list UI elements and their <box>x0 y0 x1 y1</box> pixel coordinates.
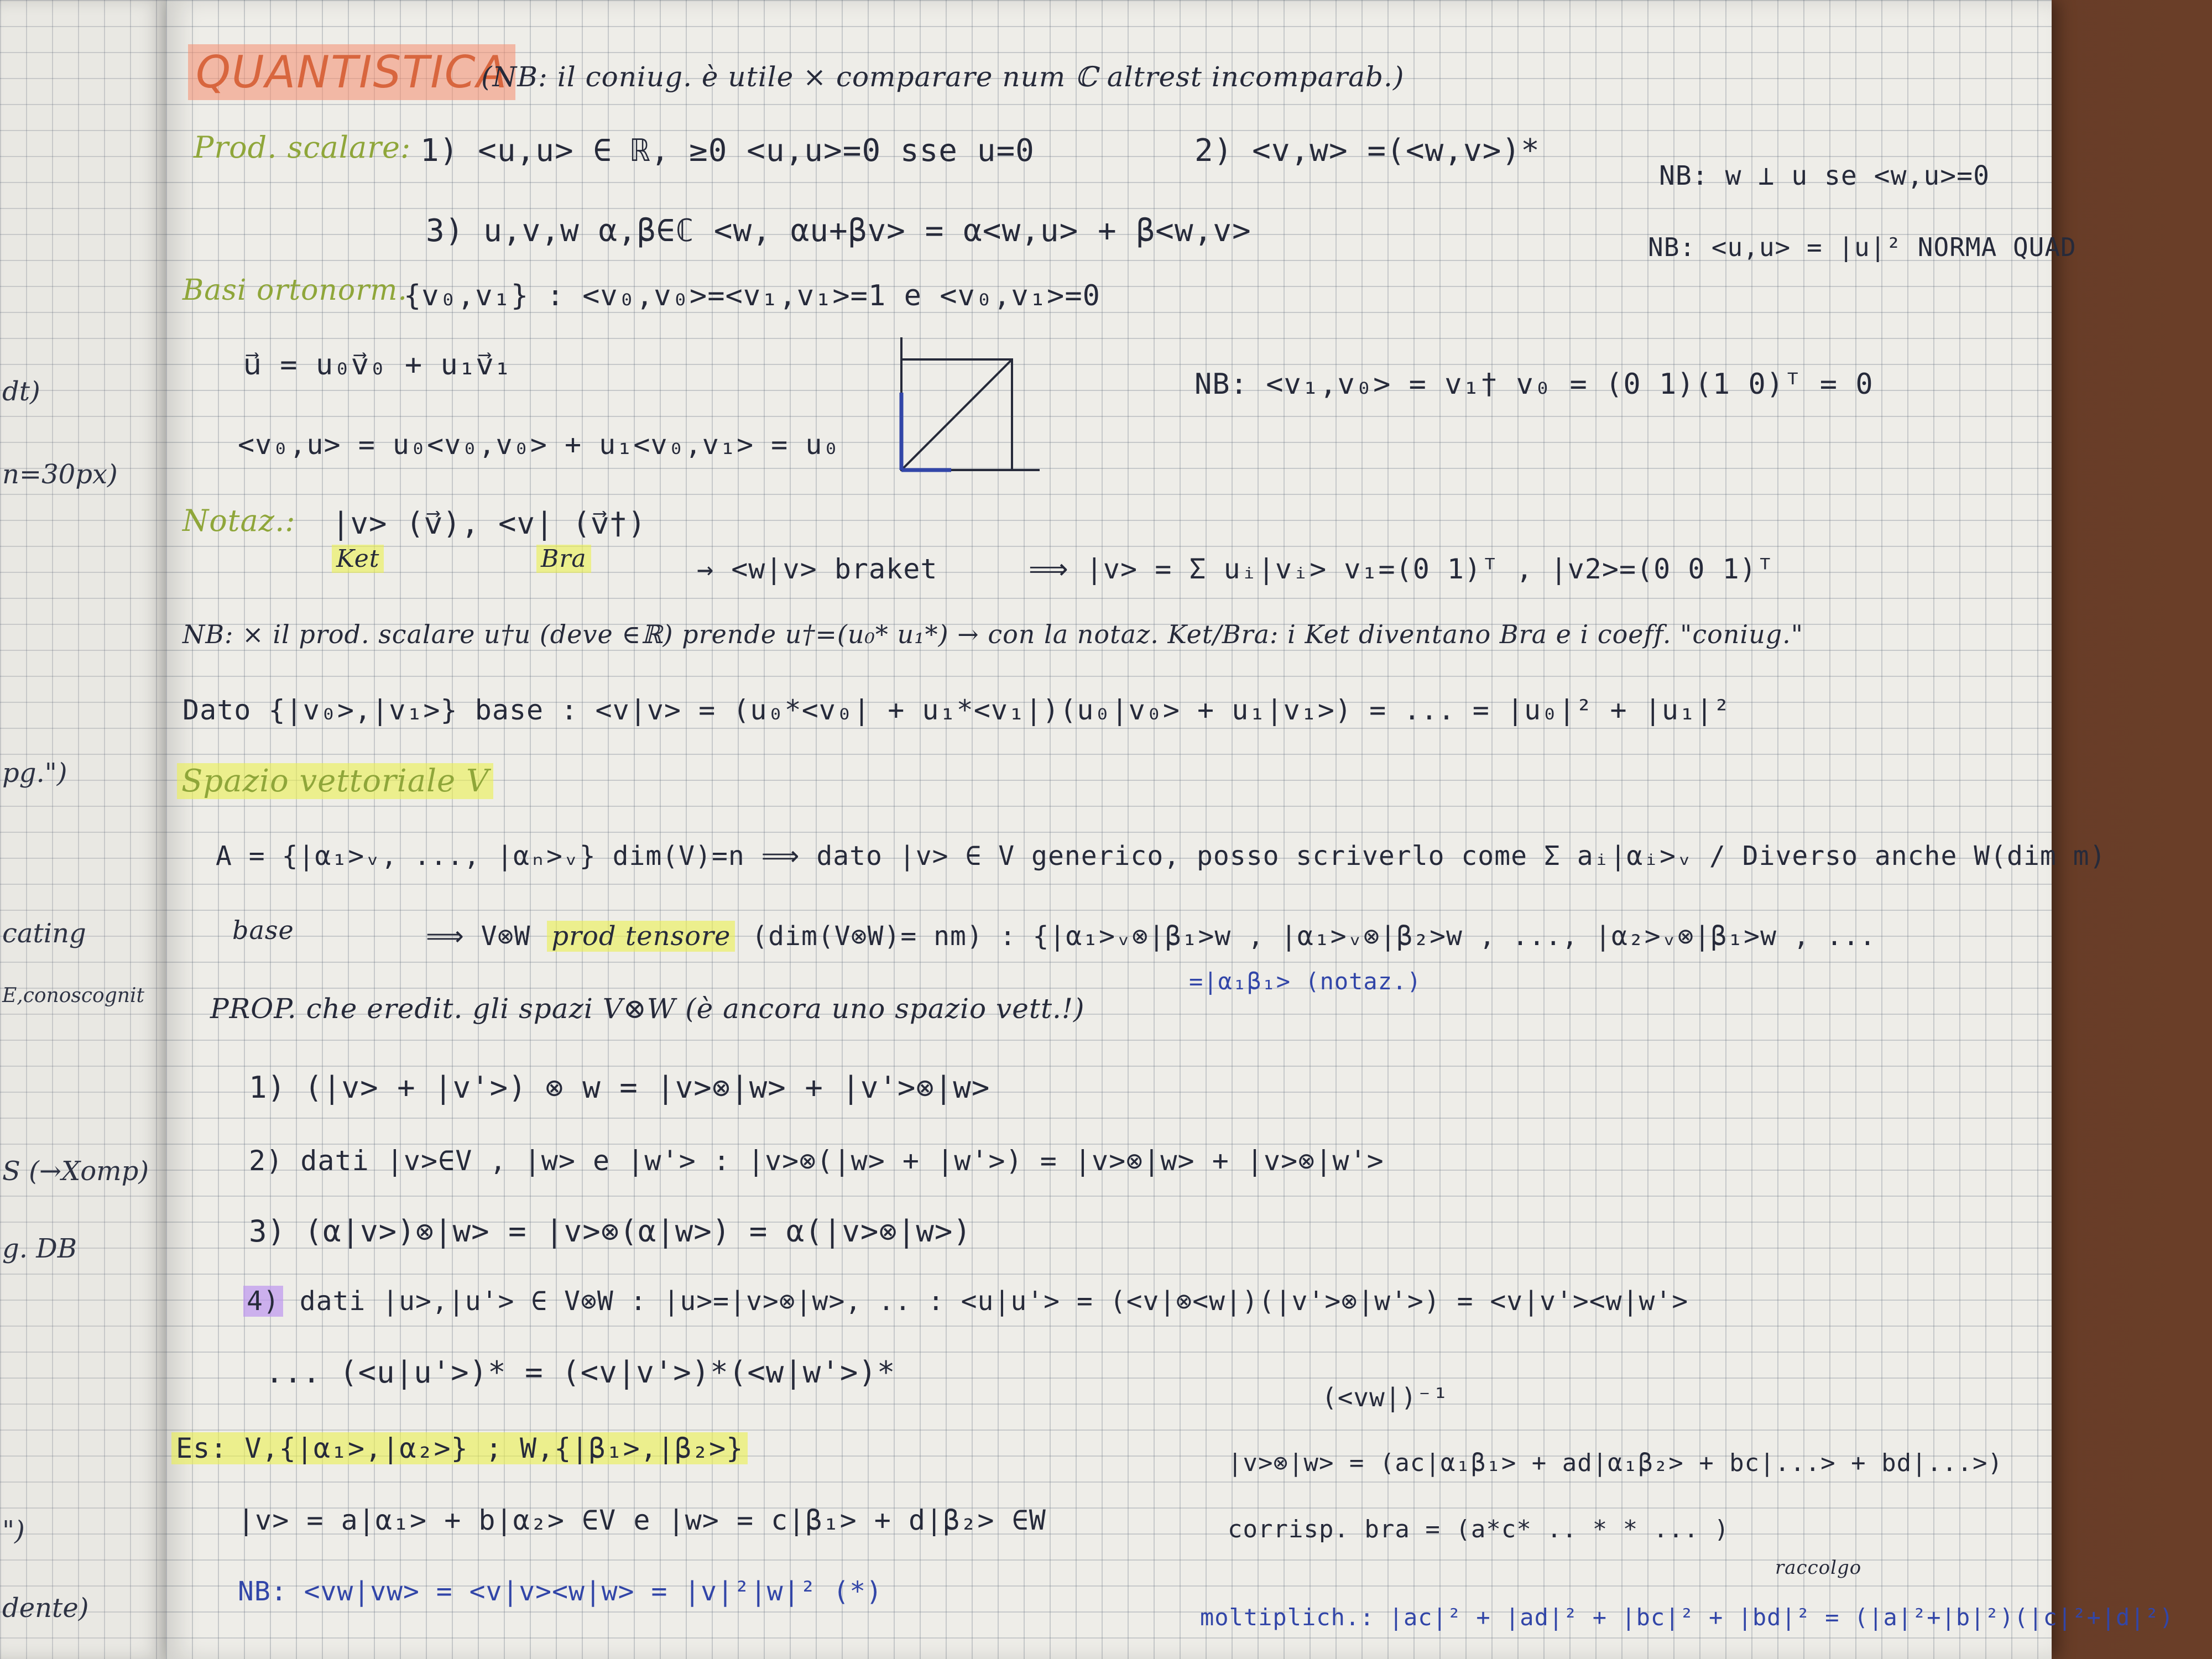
tensor-highlight: prod tensore <box>547 921 735 952</box>
prod-label: Prod. scalare: <box>194 130 411 165</box>
prop-2: 2) dati |v>∈V , |w> e |w'> : |v>⊗(|w> + … <box>249 1145 1384 1177</box>
nb-final: NB: <vw|vw> = <v|v><w|w> = |v|²|w|² (*) <box>238 1576 883 1607</box>
tensor-post: (dim(V⊗W)= nm) : {|α₁>ᵥ⊗|β₁>w , |α₁>ᵥ⊗|β… <box>752 921 1876 952</box>
base-word: base <box>232 915 294 945</box>
left-fragment: ") <box>2 1515 25 1546</box>
prod-prop-1: 1) <u,u> ∈ ℝ, ≥0 <u,u>=0 sse u=0 <box>420 133 1035 169</box>
vector-u: u⃗ = u₀v⃗₀ + u₁v⃗₁ <box>243 348 512 382</box>
prop-4-row: 4) dati |u>,|u'> ∈ V⊗W : |u>=|v>⊗|w>, ..… <box>243 1286 1688 1317</box>
left-fragment: pg.") <box>2 758 67 789</box>
left-fragment: E,conoscognit <box>2 984 144 1007</box>
projection: <v₀,u> = u₀<v₀,v₀> + u₁<v₀,v₁> = u₀ <box>238 429 840 461</box>
prop-4-number: 4) <box>243 1286 283 1317</box>
title-note: (NB: il coniug. è utile × comparare num … <box>481 61 1405 93</box>
base-a-def: A = {|α₁>ᵥ, ..., |αₙ>ᵥ} dim(V)=n ⟹ dato … <box>216 841 2106 872</box>
prop-3: 3) (α|v>)⊗|w> = |v>⊗(α|w>) = α(|v>⊗|w>) <box>249 1214 972 1249</box>
raccolgo-note: raccolgo <box>1775 1557 1862 1579</box>
prod-prop-3: 3) u,v,w α,β∈ℂ <w, αu+βv> = α<w,u> + β<w… <box>426 213 1251 249</box>
notebook-page <box>166 0 2052 1659</box>
example-result-2: corrisp. bra = (a*c* .. * * ... ) <box>1228 1515 1730 1543</box>
example-vectors: |v> = a|α₁> + b|α₂> ∈V e |w> = c|β₁> + d… <box>238 1504 1046 1536</box>
moltiplic: moltiplich.: |ac|² + |ad|² + |bc|² + |bd… <box>1200 1604 2174 1631</box>
tensor-line: ⟹ V⊗W prod tensore (dim(V⊗W)= nm) : {|α₁… <box>426 921 1876 952</box>
section-spazio: Spazio vettoriale V <box>177 763 494 799</box>
prod-prop-2: 2) <v,w> =(<w,v>)* <box>1194 133 1540 169</box>
nb-prod-coniug: NB: × il prod. scalare u†u (deve ∈ℝ) pre… <box>182 619 1803 649</box>
prop-1: 1) (|v> + |v'>) ⊗ w = |v>⊗|w> + |v'>⊗|w> <box>249 1070 990 1105</box>
left-fragment: n=30px) <box>2 459 118 490</box>
basi-label: Basi ortonorm. <box>182 274 408 307</box>
basi-def: {v₀,v₁} : <v₀,v₀>=<v₁,v₁>=1 e <v₀,v₁>=0 <box>404 279 1100 312</box>
nb-perp: NB: w ⊥ u se <w,u>=0 <box>1659 160 1990 191</box>
left-notebook-page: dt) n=30px) pg.") cating E,conoscognit S… <box>0 0 166 1659</box>
basis-diagram <box>899 337 1040 472</box>
notaz-def: |v> (v⃗), <v| (v⃗†) <box>332 506 646 541</box>
tensor-notation: =|α₁β₁> (notaz.) <box>1189 968 1422 995</box>
left-fragment: cating <box>2 918 86 949</box>
tensor-pre: ⟹ V⊗W <box>426 921 531 952</box>
example-spaces: Es: V,{|α₁>,|α₂>} ; W,{|β₁>,|β₂>} <box>171 1432 748 1464</box>
nb-v1v0: NB: <v₁,v₀> = v₁† v₀ = (0 1)(1 0)ᵀ = 0 <box>1194 368 1874 401</box>
bra-label: Bra <box>536 545 591 573</box>
braket-label: → <w|v> braket <box>697 553 938 585</box>
diagram-diagonal <box>900 358 1013 471</box>
page-title: QUANTISTICA <box>188 44 516 100</box>
left-fragment: dt) <box>2 376 40 407</box>
example-def: Es: V,{|α₁>,|α₂>} ; W,{|β₁>,|β₂>} <box>171 1432 748 1464</box>
sum-expansion: ⟹ |v> = Σ uᵢ|vᵢ> v₁=(0 1)ᵀ , |v2>=(0 0 1… <box>1029 553 1774 585</box>
notaz-label: Notaz.: <box>182 503 296 538</box>
left-fragment: dente) <box>2 1593 89 1624</box>
ket-label: Ket <box>332 545 384 573</box>
prop-heading: PROP. che eredit. gli spazi V⊗W (è ancor… <box>210 993 1085 1025</box>
prop-4: dati |u>,|u'> ∈ V⊗W : |u>=|v>⊗|w>, .. : … <box>299 1286 1689 1317</box>
left-fragment: S (→Xomp) <box>2 1156 149 1187</box>
example-result-1: |v>⊗|w> = (ac|α₁β₁> + ad|α₁β₂> + bc|...>… <box>1228 1449 2004 1477</box>
nb-norm: NB: <u,u> = |u|² NORMA QUAD <box>1648 232 2077 262</box>
inverse-note: (<vw|)⁻¹ <box>1322 1383 1449 1412</box>
prop-4-conj: ... (<u|u'>)* = (<v|v'>)*(<w|w'>)* <box>265 1355 896 1390</box>
dato-base: Dato {|v₀>,|v₁>} base : <v|v> = (u₀*<v₀|… <box>182 694 1731 726</box>
left-fragment: g. DB <box>2 1233 77 1264</box>
spazio-label: Spazio vettoriale V <box>177 763 494 799</box>
